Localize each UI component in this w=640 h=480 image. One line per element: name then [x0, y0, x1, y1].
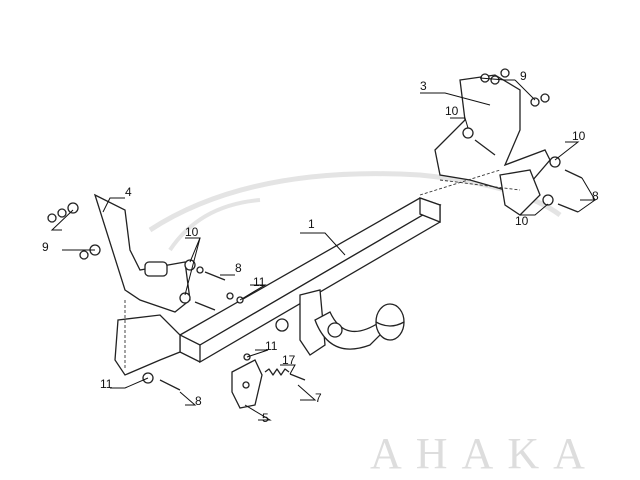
- part-label-4: 4: [125, 185, 132, 199]
- callout-right-8: 8: [592, 189, 599, 203]
- part-label-7: 7: [315, 391, 322, 405]
- callout-bottom-8: 8: [195, 394, 202, 408]
- callout-left-9: 9: [42, 240, 49, 254]
- callout-right-10-a: 10: [445, 104, 459, 118]
- leader-lines: [50, 77, 596, 421]
- callout-left-10: 10: [185, 225, 199, 239]
- cross-beam: [178, 197, 442, 364]
- tow-ball-assembly: [275, 289, 405, 356]
- part-label-1: 1: [308, 217, 315, 231]
- callout-right-10-b: 10: [572, 129, 586, 143]
- callout-left-11: 11: [253, 275, 266, 289]
- callout-right-9: 9: [520, 69, 527, 83]
- part-label-17: 17: [282, 353, 296, 367]
- callout-bottom-11: 11: [100, 377, 113, 391]
- part-label-3: 3: [420, 79, 427, 93]
- callout-right-10-c: 10: [515, 214, 529, 228]
- left-bracket: [93, 193, 191, 376]
- watermark-text: AHAKA: [370, 429, 599, 478]
- socket-plate: [231, 359, 306, 409]
- callout-left-8: 8: [235, 261, 242, 275]
- part-label-5: 5: [262, 411, 269, 425]
- right-bracket: [419, 74, 551, 216]
- callout-center-11: 11: [265, 339, 278, 353]
